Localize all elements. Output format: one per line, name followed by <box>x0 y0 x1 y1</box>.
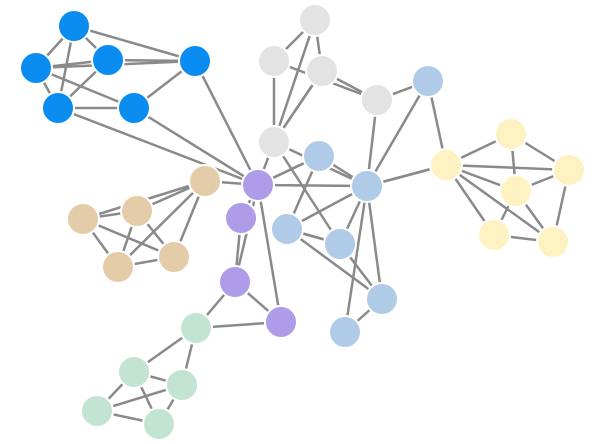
node-grey-g2[interactable] <box>257 44 291 78</box>
node-grey-g4[interactable] <box>360 83 394 117</box>
node-mint-m2[interactable] <box>117 355 151 389</box>
node-yellow-y1[interactable] <box>429 148 463 182</box>
node-grey-g3[interactable] <box>305 54 339 88</box>
node-blue-b1[interactable] <box>57 9 91 43</box>
edge-p1-p4 <box>256 183 283 324</box>
node-yellow-y4[interactable] <box>499 174 533 208</box>
edge-b3-b6 <box>34 66 136 110</box>
node-purple-p4[interactable] <box>264 305 298 339</box>
node-mint-m3[interactable] <box>165 368 199 402</box>
node-layer <box>19 3 586 441</box>
edge-y1-y6 <box>444 163 555 244</box>
node-steel-s3[interactable] <box>270 212 304 246</box>
edge-g5-s4 <box>272 140 342 246</box>
node-yellow-y6[interactable] <box>536 225 570 259</box>
node-tan-t5[interactable] <box>101 250 135 284</box>
edge-b4-p1 <box>193 59 260 187</box>
edge-s3-s5 <box>285 227 384 301</box>
edge-b6-p1 <box>132 106 260 187</box>
node-mint-m5[interactable] <box>142 407 176 441</box>
edge-p1-s1 <box>256 183 369 188</box>
node-blue-b2[interactable] <box>91 43 125 77</box>
node-tan-t4[interactable] <box>157 240 191 274</box>
edge-s1-s5 <box>365 184 384 301</box>
node-steel-s6[interactable] <box>411 64 445 98</box>
node-blue-b5[interactable] <box>41 91 75 125</box>
node-yellow-y5[interactable] <box>477 218 511 252</box>
edge-g1-g5 <box>272 18 317 144</box>
node-steel-s1[interactable] <box>350 169 384 203</box>
node-mint-m4[interactable] <box>80 394 114 428</box>
node-tan-t3[interactable] <box>66 202 100 236</box>
edge-b5-p1 <box>56 106 260 187</box>
node-blue-b6[interactable] <box>117 91 151 125</box>
edge-t1-t5 <box>116 179 207 269</box>
node-yellow-y3[interactable] <box>552 153 586 187</box>
node-mint-m1[interactable] <box>179 311 213 345</box>
node-steel-s4[interactable] <box>323 227 357 261</box>
node-blue-b3[interactable] <box>19 51 53 85</box>
node-grey-g1[interactable] <box>298 3 332 37</box>
edge-s1-s7 <box>343 184 369 334</box>
node-blue-b4[interactable] <box>178 44 212 78</box>
node-tan-t2[interactable] <box>120 194 154 228</box>
node-purple-p3[interactable] <box>218 265 252 299</box>
node-tan-t1[interactable] <box>188 164 222 198</box>
node-steel-s2[interactable] <box>302 139 336 173</box>
edge-s6-s1 <box>365 79 430 188</box>
node-yellow-y2[interactable] <box>494 117 528 151</box>
node-steel-s5[interactable] <box>365 282 399 316</box>
node-grey-g5[interactable] <box>257 125 291 159</box>
node-purple-p2[interactable] <box>224 201 258 235</box>
node-steel-s7[interactable] <box>328 315 362 349</box>
node-purple-p1[interactable] <box>241 168 275 202</box>
edge-b1-b4 <box>72 24 197 63</box>
edge-y1-y3 <box>444 163 571 172</box>
